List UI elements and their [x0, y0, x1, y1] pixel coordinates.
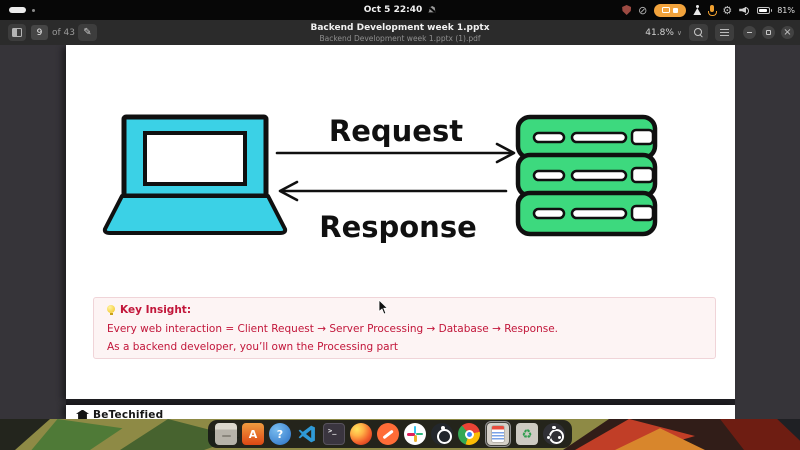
- document-filename: Backend Development week 1.pptx (1).pdf: [319, 34, 481, 44]
- key-insight-line1: Every web interaction = Client Request →…: [107, 323, 558, 335]
- page-total-label: of 43: [52, 27, 75, 38]
- lightbulb-icon: [107, 305, 115, 315]
- screen-record-indicator[interactable]: [654, 3, 687, 17]
- stop-record-icon: [673, 7, 679, 13]
- close-icon: ×: [783, 26, 792, 38]
- page-separator: [66, 399, 735, 405]
- key-insight-line2: As a backend developer, you’ll own the P…: [107, 341, 399, 353]
- dock-firefox-icon[interactable]: [350, 423, 372, 445]
- document-view-area[interactable]: Request Response Key Insight: Every web …: [0, 45, 800, 419]
- dock-postman-icon[interactable]: [377, 423, 399, 445]
- settings-gear-icon: ⚙: [722, 3, 733, 17]
- dock-app-center-icon[interactable]: A: [242, 423, 264, 445]
- laptop-client-icon: [102, 114, 288, 235]
- dock-chrome-icon[interactable]: [458, 423, 480, 445]
- terminal-prompt-glyph: >_: [328, 427, 337, 435]
- chevron-down-icon: ∨: [676, 28, 682, 37]
- workspace-dot-indicator[interactable]: [32, 8, 35, 12]
- close-button[interactable]: ×: [781, 26, 794, 39]
- annotate-button[interactable]: ✎: [78, 24, 97, 41]
- battery-icon: [757, 6, 773, 14]
- graduation-cap-logo-icon: [76, 409, 89, 419]
- dock-vscode-icon[interactable]: [296, 423, 318, 445]
- minimize-button[interactable]: [743, 26, 756, 39]
- dock-slack-icon[interactable]: [404, 423, 426, 445]
- dock-terminal-icon[interactable]: >_: [323, 423, 345, 445]
- logo-text: BeTechified: [93, 409, 164, 419]
- slide-page-10-partial: BeTechified: [66, 405, 735, 419]
- server-stack-icon: [515, 114, 658, 237]
- mouse-cursor: [378, 300, 389, 315]
- accessibility-icon[interactable]: [693, 4, 701, 16]
- dock-help-icon[interactable]: ?: [269, 423, 291, 445]
- slide-page-9: Request Response Key Insight: Every web …: [66, 45, 735, 399]
- page-number-input[interactable]: 9: [31, 25, 48, 40]
- dock-document-viewer-icon[interactable]: [487, 423, 509, 445]
- microphone-active-icon: [708, 4, 718, 16]
- dock-files-icon[interactable]: [215, 423, 237, 445]
- battery-percent-label: 81%: [777, 5, 795, 15]
- search-icon: [693, 27, 704, 38]
- document-title-block: Backend Development week 1.pptx Backend …: [200, 23, 600, 44]
- pdf-viewer-toolbar: 9 of 43 ✎ Backend Development week 1.ppt…: [0, 20, 800, 45]
- request-arrow: [275, 142, 516, 164]
- maximize-button[interactable]: [762, 26, 775, 39]
- sidebar-toggle-button[interactable]: [8, 24, 26, 41]
- datetime-label: Oct 5 22:40: [363, 5, 423, 15]
- volume-icon: [739, 5, 750, 15]
- help-question-glyph: ?: [276, 427, 284, 441]
- recycle-glyph: ♻: [521, 427, 533, 441]
- vscode-logo-icon: [298, 425, 315, 443]
- hamburger-menu-icon: [720, 28, 729, 37]
- minimize-icon: [747, 31, 752, 34]
- app-center-glyph: A: [248, 427, 258, 441]
- response-label: Response: [319, 210, 477, 244]
- system-top-bar: Oct 5 22:40 ⊘ ⚙ 81%: [0, 0, 800, 20]
- betechified-logo: BeTechified: [76, 409, 163, 419]
- workspace-pill-indicator[interactable]: [9, 7, 26, 13]
- dock-trash-recycle-icon[interactable]: ♻: [516, 423, 538, 445]
- search-button[interactable]: [689, 24, 708, 41]
- zoom-level-label: 41.8%: [645, 27, 674, 38]
- dock-ubuntu-logo-icon[interactable]: [543, 423, 565, 445]
- dock-active-app-highlight: [485, 421, 511, 447]
- system-tray[interactable]: ⊘ ⚙ 81%: [622, 0, 795, 20]
- screencast-icon: [662, 7, 671, 13]
- key-insight-heading: Key Insight:: [120, 304, 192, 316]
- response-arrow: [278, 180, 508, 202]
- clock-menu[interactable]: Oct 5 22:40: [0, 0, 800, 20]
- notifications-muted-bell-icon: [428, 6, 437, 13]
- shield-indicator-icon[interactable]: [622, 5, 632, 15]
- pencil-icon: ✎: [83, 27, 92, 38]
- maximize-icon: [766, 30, 771, 35]
- document-title: Backend Development week 1.pptx: [310, 23, 490, 33]
- dock-obs-studio-icon[interactable]: [431, 423, 453, 445]
- do-not-disturb-icon[interactable]: ⊘: [638, 3, 648, 17]
- main-menu-button[interactable]: [715, 24, 734, 41]
- request-label: Request: [329, 114, 463, 148]
- key-insight-box: Key Insight: Every web interaction = Cli…: [93, 297, 716, 359]
- zoom-level-dropdown[interactable]: 41.8% ∨: [645, 25, 682, 40]
- dock: A ? >_ ♻: [208, 420, 572, 448]
- sidebar-toggle-icon: [12, 28, 22, 37]
